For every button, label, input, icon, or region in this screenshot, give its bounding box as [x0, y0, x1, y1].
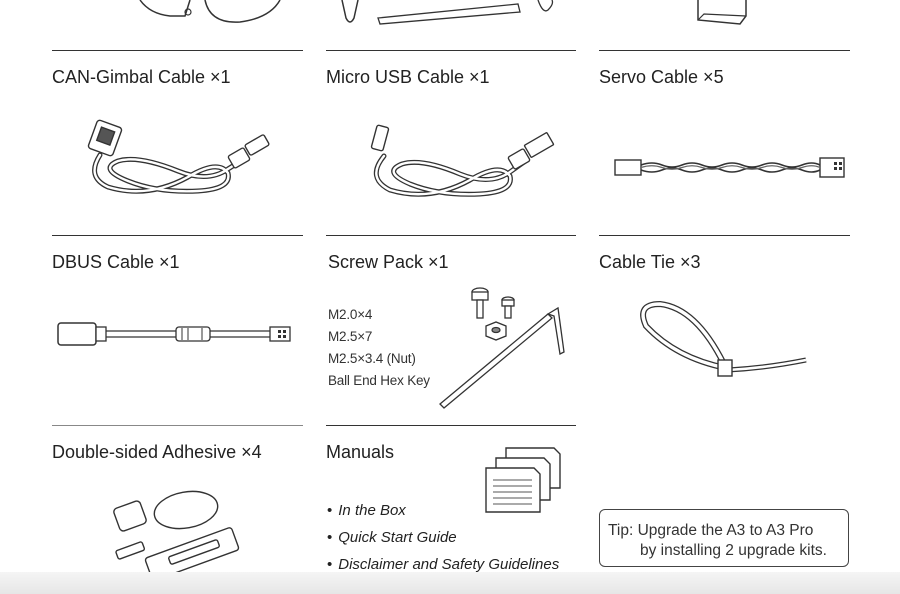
tip-box: Tip: Upgrade the A3 to A3 Pro by install…: [599, 509, 849, 567]
row1-rule-middle: [326, 50, 576, 51]
adhesive-title: Double-sided Adhesive ×4: [52, 442, 262, 462]
top-right-partial-illustration: [697, 0, 747, 25]
row3-rule-middle: [326, 425, 576, 426]
cable-tie-title: Cable Tie ×3: [599, 252, 701, 272]
manuals-list-item: •Disclaimer and Safety Guidelines: [327, 556, 560, 573]
row2-rule-left: [52, 235, 303, 236]
row2-rule-middle: [326, 235, 576, 236]
screw-pack-item-4: Ball End Hex Key: [328, 373, 430, 388]
screw-pack-title: Screw Pack ×1: [328, 252, 449, 272]
row2-rule-right: [599, 235, 850, 236]
can-gimbal-cable-title: CAN-Gimbal Cable ×1: [52, 67, 231, 87]
screw-pack-item-1: M2.0×4: [328, 307, 373, 322]
servo-cable-title: Servo Cable ×5: [599, 67, 724, 87]
micro-usb-cable-illustration: [370, 124, 555, 197]
dbus-cable-illustration: [57, 322, 291, 346]
can-gimbal-cable-illustration: [87, 119, 270, 194]
manuals-list-item: •Quick Start Guide: [327, 529, 457, 546]
manuals-list-item-text: In the Box: [338, 502, 406, 519]
screw-pack-item-2: M2.5×7: [328, 329, 373, 344]
manuals-icon: [485, 447, 561, 513]
manuals-title: Manuals: [326, 442, 395, 462]
manuals-list-item: •In the Box: [327, 502, 406, 519]
row3-rule-left: [52, 425, 303, 426]
screw-pack-illustration: [439, 287, 565, 409]
cable-tie-illustration: [640, 300, 807, 377]
tip-line-2: by installing 2 upgrade kits.: [640, 542, 827, 559]
micro-usb-cable-title: Micro USB Cable ×1: [326, 67, 490, 87]
adhesive-illustration: [113, 490, 240, 581]
top-middle-partial-illustration: [341, 0, 554, 25]
dbus-cable-title: DBUS Cable ×1: [52, 252, 180, 272]
manuals-list-item-text: Disclaimer and Safety Guidelines: [338, 556, 560, 573]
tip-line-1: Tip: Upgrade the A3 to A3 Pro: [608, 522, 814, 539]
servo-cable-illustration: [614, 157, 845, 178]
top-left-partial-illustration: [139, 0, 281, 23]
screw-pack-item-3: M2.5×3.4 (Nut): [328, 351, 416, 366]
row1-rule-right: [599, 50, 850, 51]
manuals-list: •In the Box •Quick Start Guide •Disclaim…: [327, 500, 559, 581]
row1-rule-left: [52, 50, 303, 51]
manuals-list-item-text: Quick Start Guide: [338, 529, 457, 546]
bottom-page-shadow: [0, 572, 900, 594]
